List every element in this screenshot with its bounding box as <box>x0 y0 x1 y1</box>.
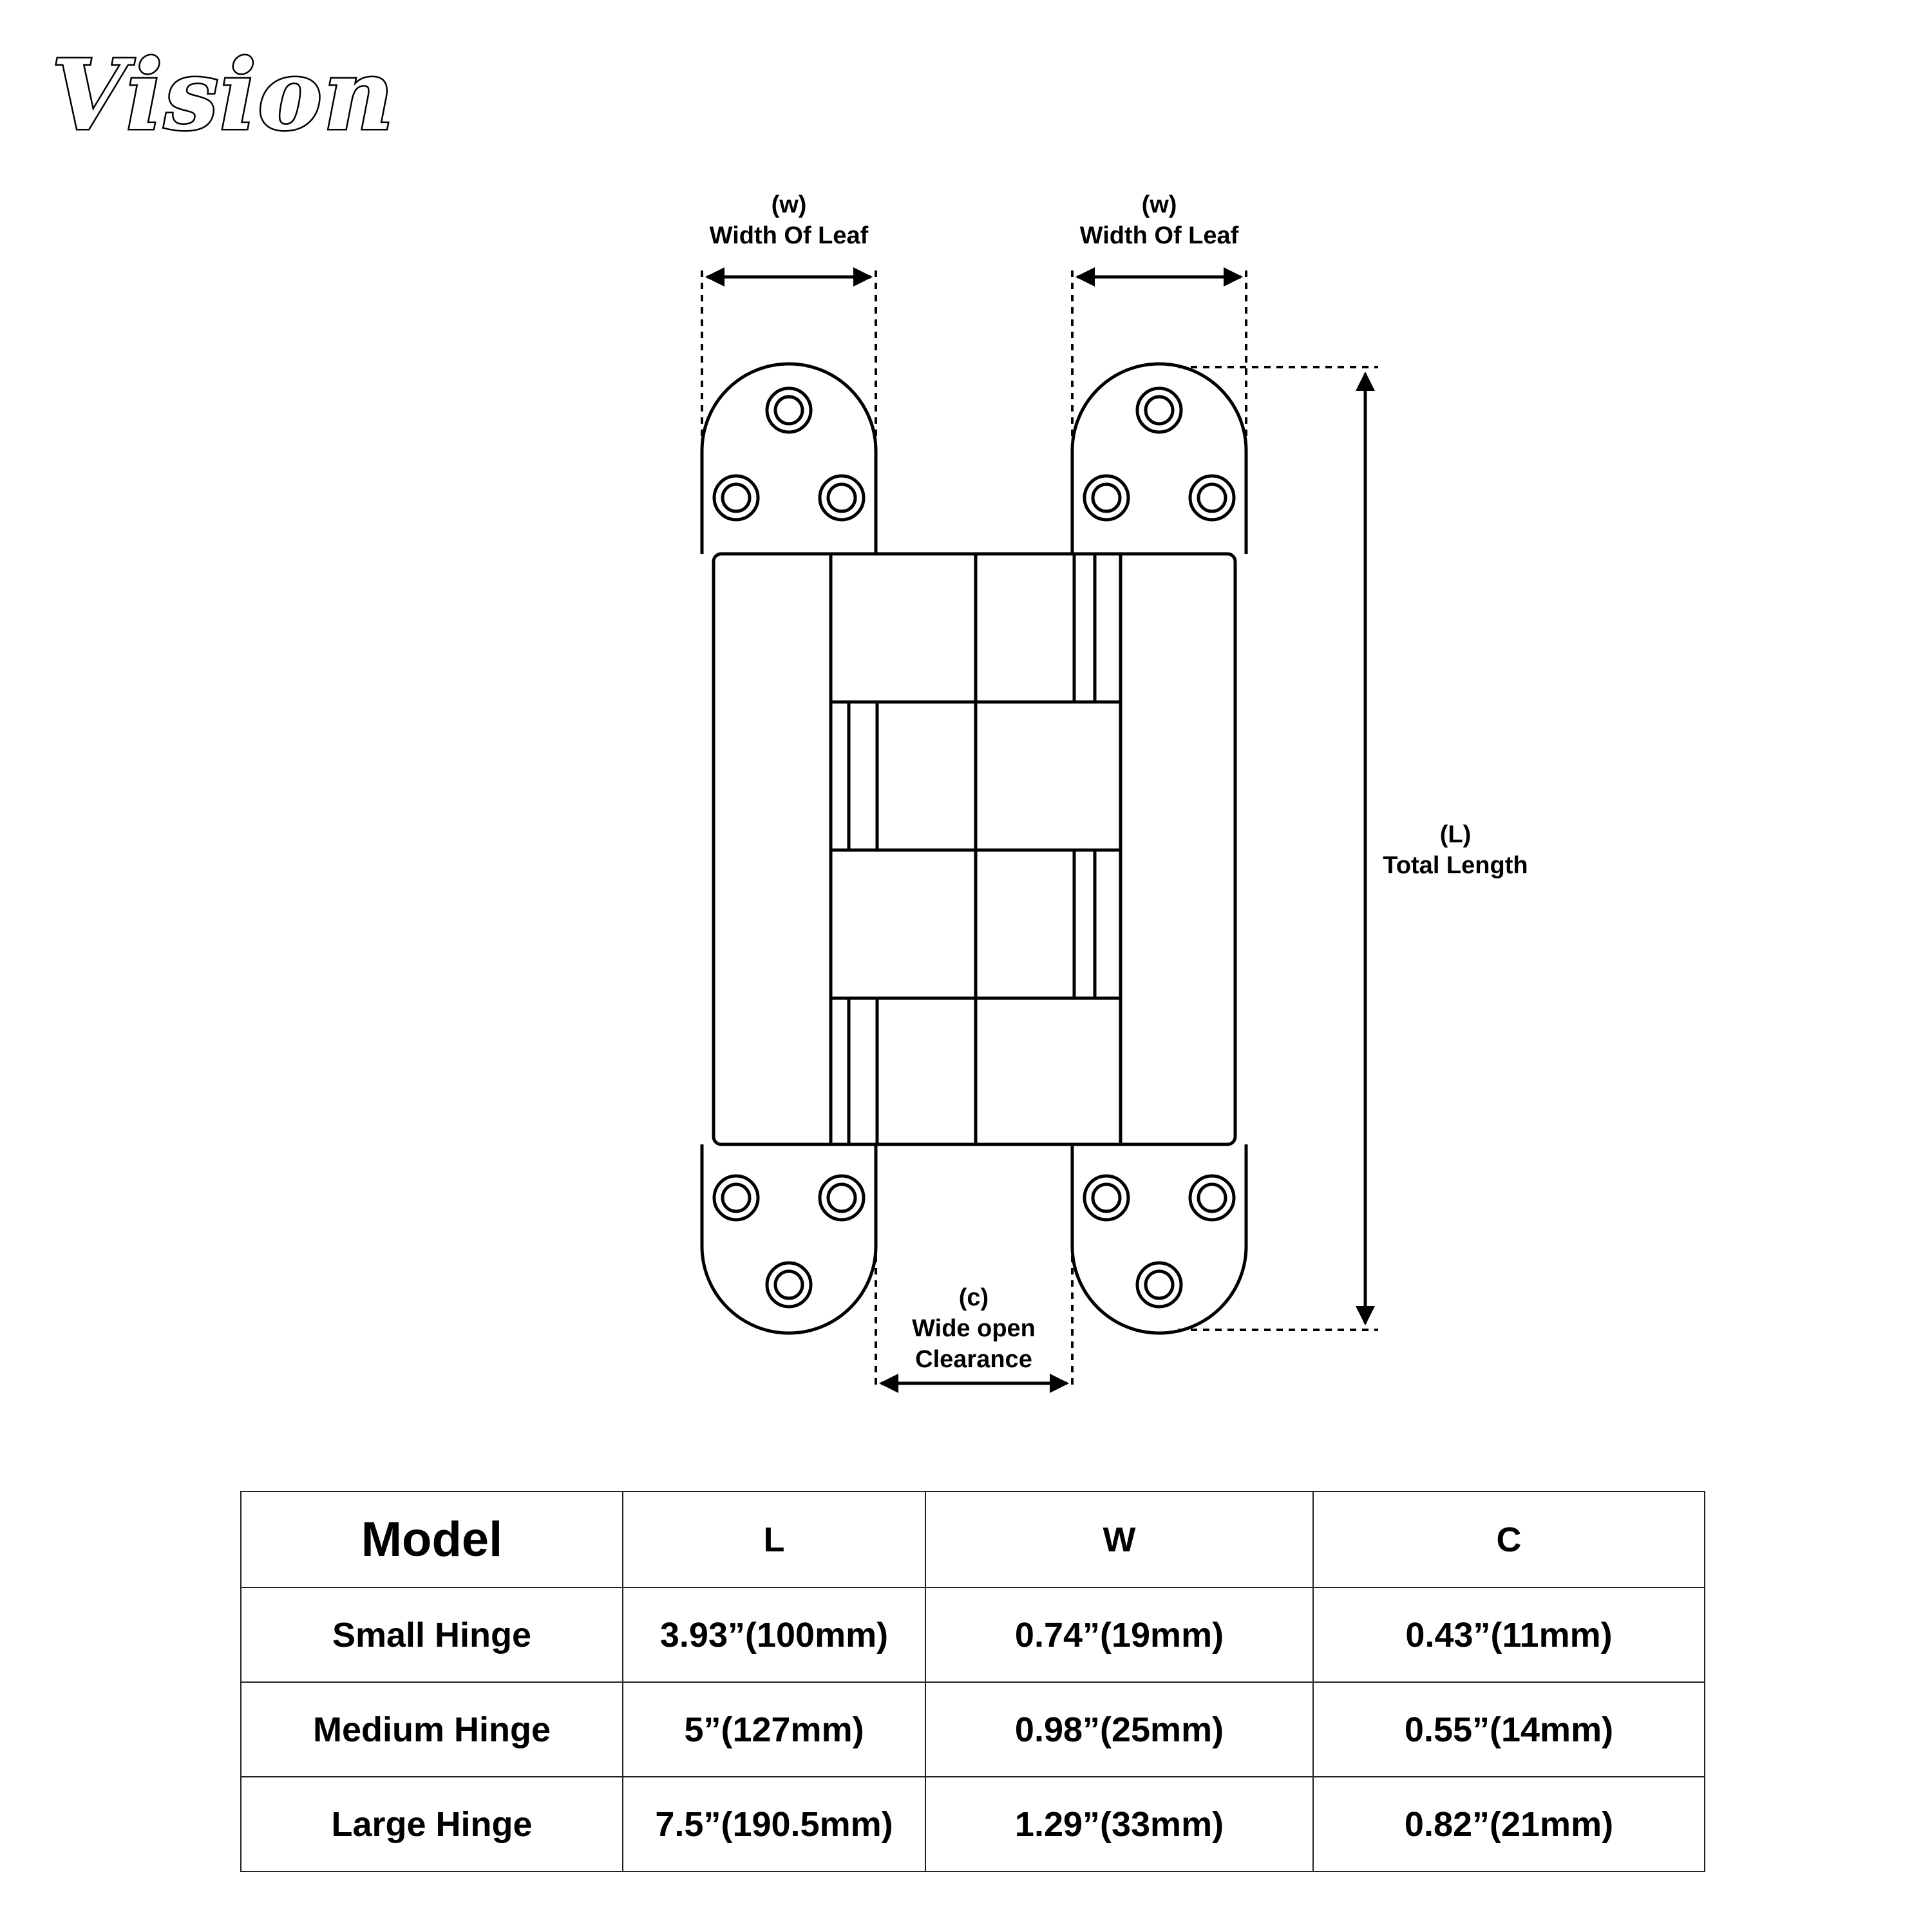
screw-hole <box>712 474 760 522</box>
table-header-row: Model L W C <box>240 1491 1705 1588</box>
spec-table: Model L W C Small Hinge 3.93”(100mm) 0.7… <box>240 1491 1705 1872</box>
screw-hole <box>818 1174 866 1222</box>
header-model: Model <box>240 1491 623 1588</box>
screw-hole <box>712 1174 760 1222</box>
cell-l: 7.5”(190.5mm) <box>622 1776 926 1872</box>
hinge-diagram: Vision <box>50 37 1528 1393</box>
cell-l: 5”(127mm) <box>622 1681 926 1777</box>
cell-l: 3.93”(100mm) <box>622 1587 926 1683</box>
screw-hole <box>1083 1174 1130 1222</box>
brand-logo: Vision <box>52 39 395 152</box>
table-row: Medium Hinge 5”(127mm) 0.98”(25mm) 0.55”… <box>240 1681 1705 1777</box>
screw-hole <box>1083 474 1130 522</box>
screw-hole <box>765 1261 813 1309</box>
screw-hole <box>765 386 813 434</box>
width-label-left: Width Of Leaf <box>710 222 869 249</box>
clearance-symbol: (c) <box>959 1284 989 1311</box>
header-w: W <box>925 1491 1314 1588</box>
screw-hole <box>1135 386 1183 434</box>
clearance-label-line1: Wide open <box>912 1315 1036 1342</box>
table-row: Small Hinge 3.93”(100mm) 0.74”(19mm) 0.4… <box>240 1587 1705 1683</box>
cell-w: 0.98”(25mm) <box>925 1681 1314 1777</box>
header-l: L <box>622 1491 926 1588</box>
hinge-drawing <box>700 362 1248 1335</box>
cell-model: Medium Hinge <box>240 1681 623 1777</box>
cell-w: 0.74”(19mm) <box>925 1587 1314 1683</box>
left-leaf <box>700 362 878 1335</box>
cell-w: 1.29”(33mm) <box>925 1776 1314 1872</box>
width-symbol-left: (w) <box>772 191 807 218</box>
screw-hole <box>1188 1174 1236 1222</box>
screw-hole <box>1188 474 1236 522</box>
extension-lines <box>701 270 1378 1385</box>
clearance-label-line2: Clearance <box>915 1346 1032 1373</box>
cell-c: 0.82”(21mm) <box>1312 1776 1705 1872</box>
cell-model: Large Hinge <box>240 1776 623 1872</box>
right-leaf <box>1070 362 1248 1335</box>
screw-hole <box>1135 1261 1183 1309</box>
dimension-arrows <box>705 267 1375 1393</box>
screw-hole <box>818 474 866 522</box>
length-symbol: (L) <box>1440 821 1472 848</box>
length-label: Total Length <box>1383 852 1528 879</box>
header-c: C <box>1312 1491 1705 1588</box>
cell-model: Small Hinge <box>240 1587 623 1683</box>
width-label-right: Width Of Leaf <box>1080 222 1239 249</box>
table-row: Large Hinge 7.5”(190.5mm) 1.29”(33mm) 0.… <box>240 1776 1705 1872</box>
cell-c: 0.55”(14mm) <box>1312 1681 1705 1777</box>
width-symbol-right: (w) <box>1142 191 1177 218</box>
cell-c: 0.43”(11mm) <box>1312 1587 1705 1683</box>
